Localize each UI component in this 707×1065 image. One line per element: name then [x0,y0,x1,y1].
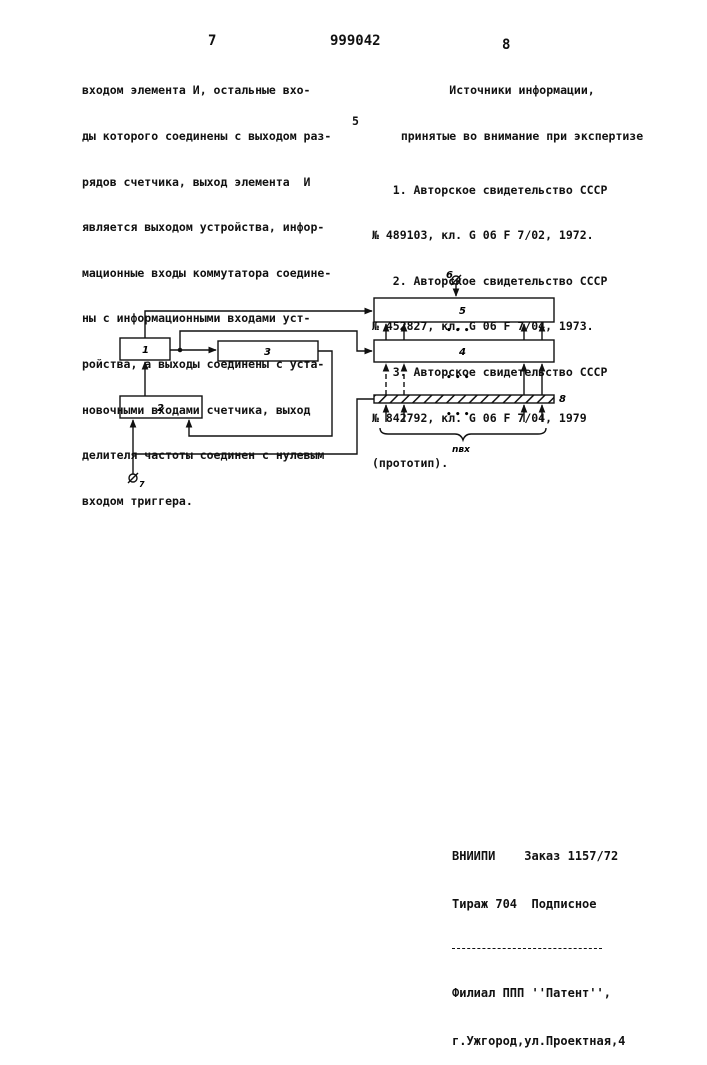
input-bus-8 [374,395,554,403]
bus-width-label: nвх [452,445,471,455]
terminal-7-label: 7 [139,480,145,489]
ellipsis-dots: • • • [446,410,470,420]
publication-footer: ВНИИПИ Заказ 1157/72 Тираж 704 Подписное… [452,816,625,1065]
block-3-label: 3 [264,347,271,358]
footer-line: г.Ужгород,ул.Проектная,4 [452,1033,625,1049]
footer-divider [452,948,602,949]
ellipsis-dots: • • • [446,326,470,336]
ellipsis-dots: • • • [446,373,470,383]
block-4-label: 4 [458,347,466,358]
block-5-label: 5 [459,306,466,317]
bus-8-label: 8 [559,394,566,405]
block-1-label: 1 [142,345,149,356]
block-2-label: 2 [157,403,164,414]
footer-line: Тираж 704 Подписное [452,896,625,912]
footer-line: Филиал ППП ''Патент'', [452,985,625,1001]
footer-line: ВНИИПИ Заказ 1157/72 [452,848,625,864]
terminal-6-label: 6 [446,270,453,281]
